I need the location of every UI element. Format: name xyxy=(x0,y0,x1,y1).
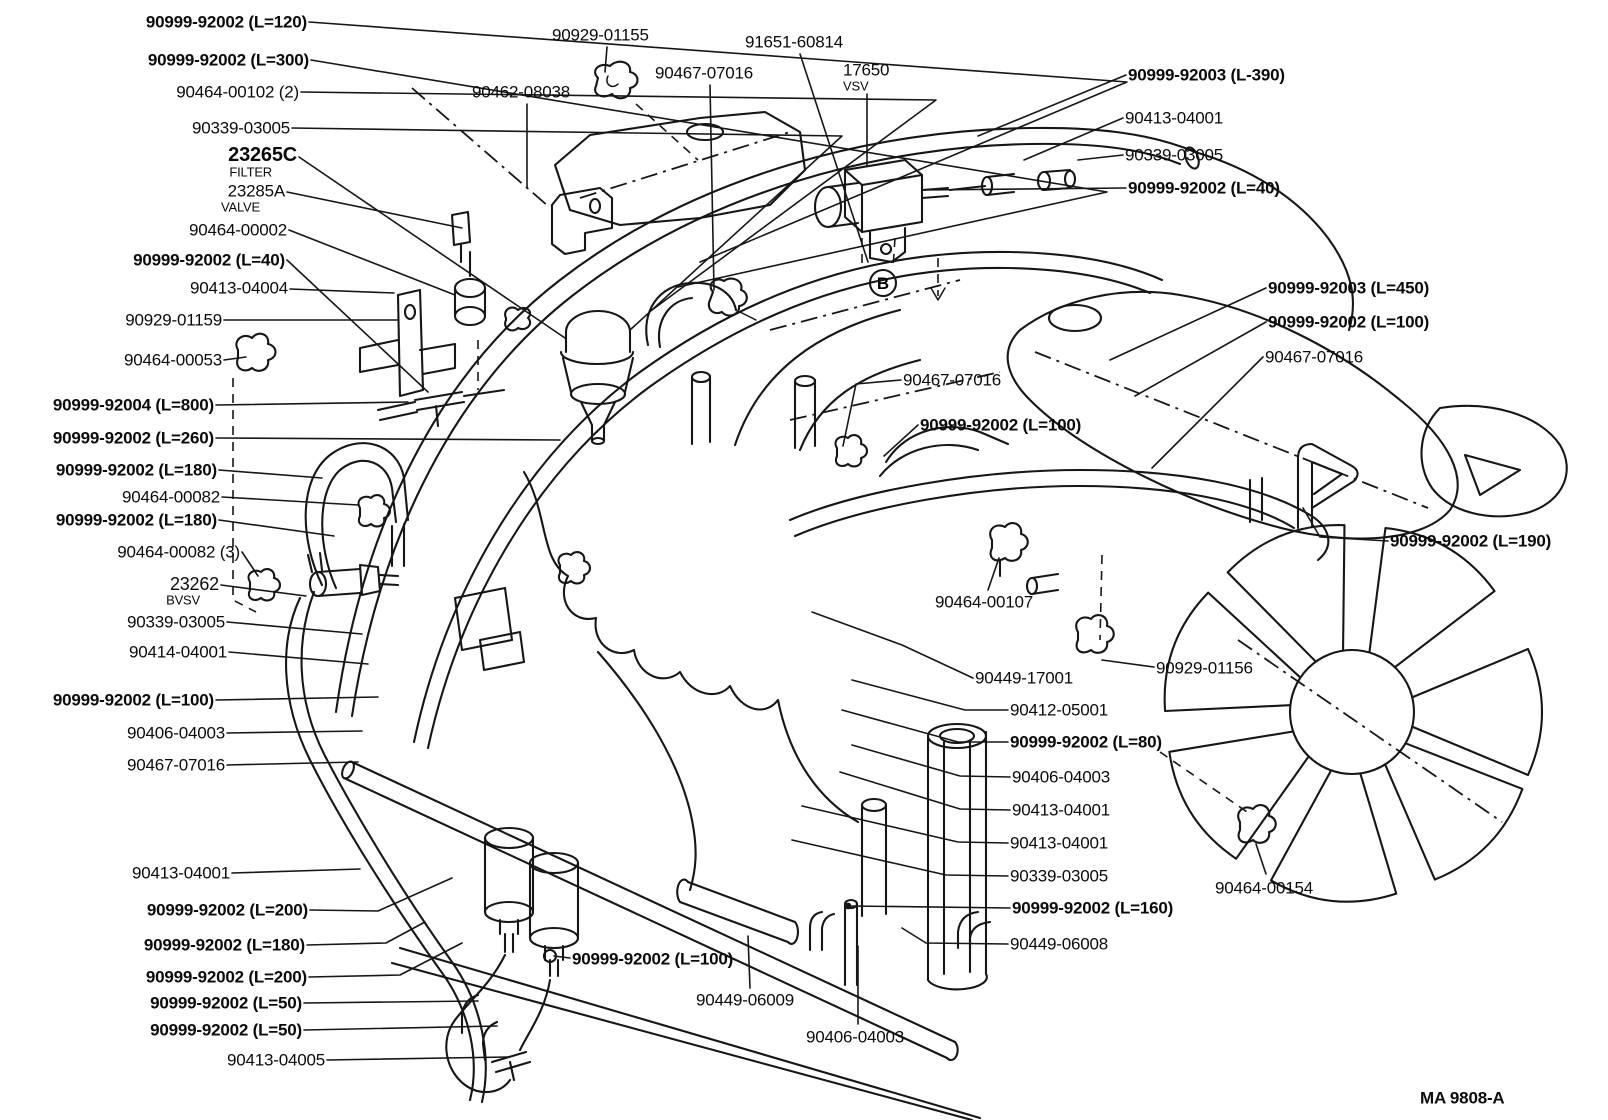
diagonal-pipes xyxy=(340,652,980,1120)
bottom-left-hoses xyxy=(286,592,550,1102)
leader-line xyxy=(309,943,462,977)
leader-line xyxy=(222,497,358,505)
left-bracket-and-clamps xyxy=(233,290,530,612)
u-hoses-and-bvsv xyxy=(249,443,408,600)
leader-line xyxy=(310,878,452,911)
leader-line xyxy=(554,956,570,958)
leader-line xyxy=(710,85,714,290)
fan xyxy=(1150,511,1542,909)
leader-line xyxy=(840,772,1010,810)
leader-line xyxy=(301,92,936,310)
leader-line xyxy=(902,928,1008,944)
leader-line xyxy=(852,745,1010,777)
leader-line xyxy=(219,520,334,536)
leader-line xyxy=(1135,322,1266,396)
leader-line xyxy=(307,922,425,945)
leader-line xyxy=(290,289,394,293)
leader-line xyxy=(922,188,1126,190)
leader-line xyxy=(216,697,378,700)
canisters xyxy=(485,828,578,976)
leader-line xyxy=(1256,844,1266,874)
leader-line xyxy=(1078,155,1123,160)
leader-line xyxy=(802,806,1008,843)
leader-line xyxy=(327,1057,508,1060)
right-center-clamps xyxy=(990,523,1276,843)
leader-line xyxy=(292,128,842,330)
leader-line xyxy=(224,357,246,360)
leader-line xyxy=(1102,660,1154,667)
leader-line xyxy=(605,47,607,72)
leader-line xyxy=(304,1026,497,1030)
leader-line xyxy=(978,75,1126,136)
leader-line xyxy=(232,869,360,873)
leader-line xyxy=(843,380,901,446)
top-clamp-and-bracket xyxy=(552,62,698,254)
triangle-hose xyxy=(1250,444,1358,528)
leader-line xyxy=(216,438,560,440)
leader-line xyxy=(1110,288,1266,360)
leader-line xyxy=(1152,357,1263,468)
leader-line xyxy=(884,425,918,456)
leader-line xyxy=(792,840,1008,876)
leader-line xyxy=(1303,508,1388,541)
callout-b-letter: B xyxy=(877,274,889,293)
leader-line xyxy=(311,60,1107,287)
leader-lines xyxy=(216,22,1388,1060)
leader-line xyxy=(988,558,999,590)
leader-line xyxy=(304,1001,478,1003)
callout-b: B xyxy=(870,270,896,296)
leader-line xyxy=(219,470,322,478)
leader-line xyxy=(748,936,750,988)
leader-line xyxy=(800,54,868,262)
tubes-bottom-center xyxy=(810,724,990,989)
leader-line xyxy=(227,762,358,765)
filter-assembly xyxy=(452,212,756,444)
leader-line xyxy=(216,402,408,405)
leader-line xyxy=(842,710,1008,742)
leader-line xyxy=(221,585,306,596)
leader-line xyxy=(242,552,258,576)
leader-line xyxy=(852,680,1008,710)
leader-line xyxy=(850,906,1010,908)
leader-line xyxy=(289,230,455,295)
leader-line xyxy=(227,731,362,733)
leader-line xyxy=(287,260,428,392)
leader-line xyxy=(299,157,565,338)
engine-center xyxy=(455,280,1000,822)
valve-cover-hoses xyxy=(790,427,1328,560)
engine-block-right xyxy=(1008,292,1567,539)
leader-line xyxy=(229,652,368,664)
leader-line xyxy=(227,622,362,634)
leader-line xyxy=(1024,118,1123,160)
leader-line xyxy=(812,612,973,678)
leader-line xyxy=(287,192,462,228)
leader-line xyxy=(309,22,1127,262)
